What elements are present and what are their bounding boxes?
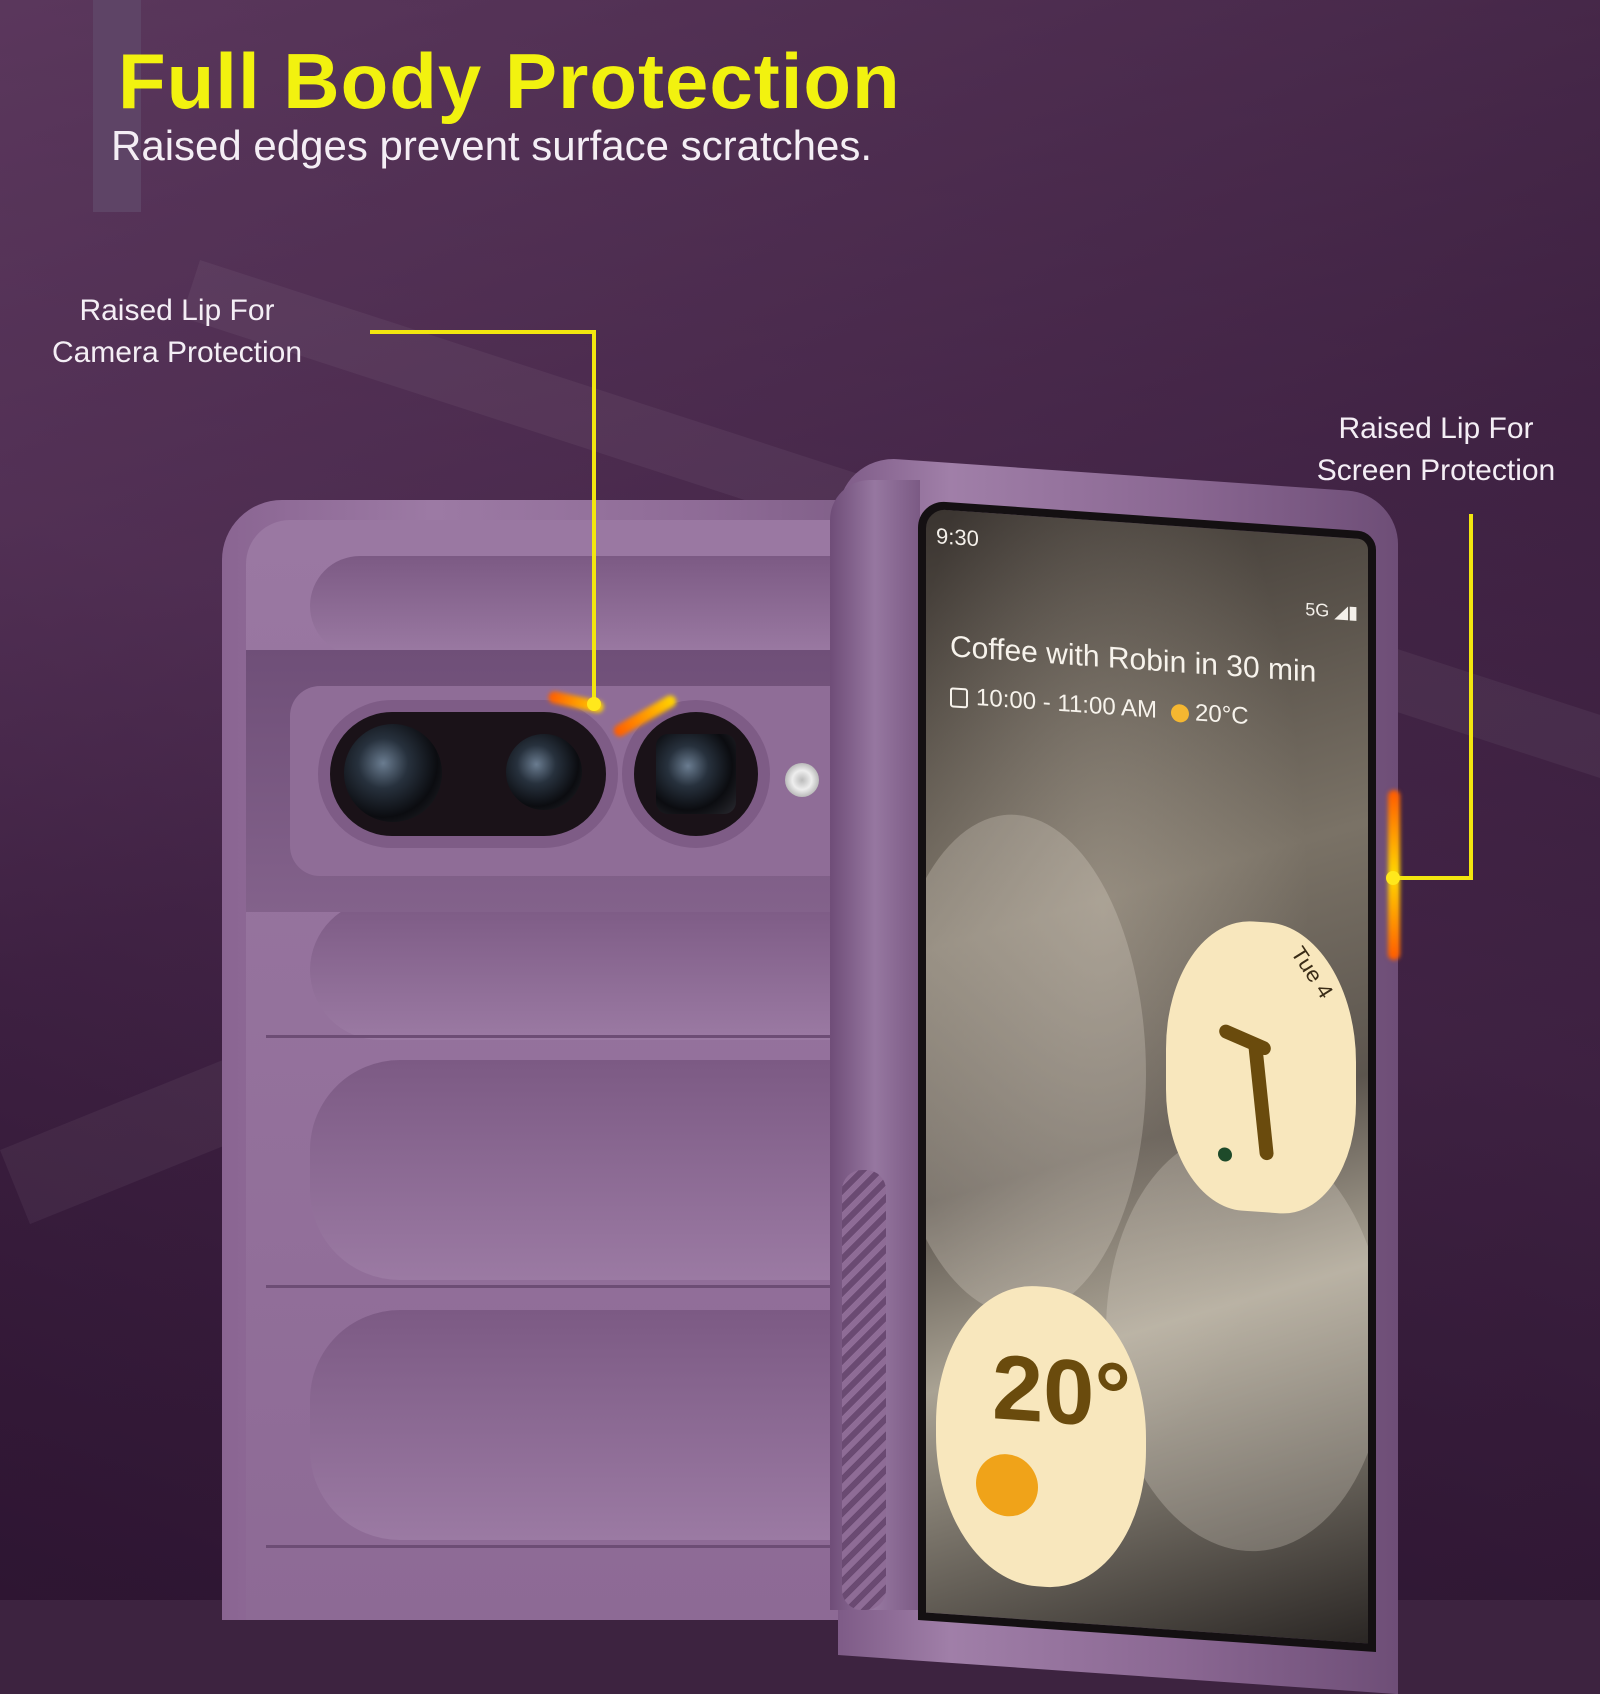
back-case-pad bbox=[310, 556, 922, 656]
callout-camera-line-1: Raised Lip For bbox=[79, 294, 275, 327]
status-time: 9:30 bbox=[936, 523, 979, 552]
phone-screen: 9:30 5G ◢▮ Coffee with Robin in 30 min 1… bbox=[918, 500, 1376, 1653]
event-time: 10:00 - 11:00 AM bbox=[976, 684, 1158, 724]
leader-line-camera-horizontal bbox=[370, 330, 596, 334]
camera-housing-main bbox=[318, 700, 618, 848]
status-network: 5G ◢▮ bbox=[1305, 599, 1358, 624]
callout-camera-protection: Raised Lip For Camera Protection bbox=[46, 290, 308, 374]
back-case-rib bbox=[266, 1545, 922, 1548]
callout-screen-line-1: Raised Lip For bbox=[1338, 412, 1534, 445]
clock-date: Tue 4 bbox=[1285, 941, 1339, 1003]
battery-icon: ▮ bbox=[1348, 602, 1358, 623]
callout-screen-protection: Raised Lip For Screen Protection bbox=[1316, 408, 1556, 492]
back-case-pad bbox=[310, 900, 922, 1040]
leader-line-screen-vertical bbox=[1469, 514, 1473, 880]
leader-dot-screen bbox=[1386, 871, 1400, 885]
headline: Full Body Protection bbox=[118, 37, 901, 125]
clock-center-dot bbox=[1218, 1146, 1232, 1162]
clock-hour-hand bbox=[1217, 1022, 1273, 1058]
clock-minute-hand bbox=[1247, 1039, 1275, 1161]
accent-bar bbox=[93, 0, 141, 212]
ultrawide-camera-lens bbox=[506, 734, 582, 810]
network-label: 5G bbox=[1305, 599, 1330, 621]
back-case-rib bbox=[266, 1035, 922, 1038]
event-weather: 20°C bbox=[1195, 699, 1249, 731]
case-grip-texture bbox=[842, 1170, 886, 1610]
camera-flash bbox=[785, 763, 819, 797]
signal-icon: ◢ bbox=[1334, 601, 1349, 623]
callout-screen-line-2: Screen Protection bbox=[1316, 454, 1556, 487]
back-case-rib bbox=[266, 1285, 922, 1288]
clock-widget[interactable]: Tue 4 bbox=[1166, 915, 1356, 1219]
calendar-icon bbox=[950, 686, 968, 709]
main-camera-lens bbox=[344, 724, 442, 822]
callout-camera-line-2: Camera Protection bbox=[51, 336, 303, 369]
subheadline: Raised edges prevent surface scratches. bbox=[111, 122, 873, 169]
event-title: Coffee with Robin in 30 min bbox=[950, 630, 1317, 689]
back-case-pad bbox=[310, 1310, 922, 1540]
sun-icon bbox=[1171, 703, 1190, 723]
weather-temperature: 20° bbox=[992, 1336, 1132, 1448]
back-case-pad bbox=[310, 1060, 922, 1280]
event-meta: 10:00 - 11:00 AM 20°C bbox=[950, 682, 1249, 731]
wallpaper-feather bbox=[918, 805, 1146, 1324]
leader-dot-camera bbox=[587, 697, 601, 711]
telephoto-camera-lens bbox=[656, 734, 736, 814]
leader-line-camera-vertical bbox=[592, 330, 596, 700]
weather-sun-icon bbox=[976, 1452, 1038, 1519]
leader-line-screen-horizontal bbox=[1395, 876, 1473, 880]
